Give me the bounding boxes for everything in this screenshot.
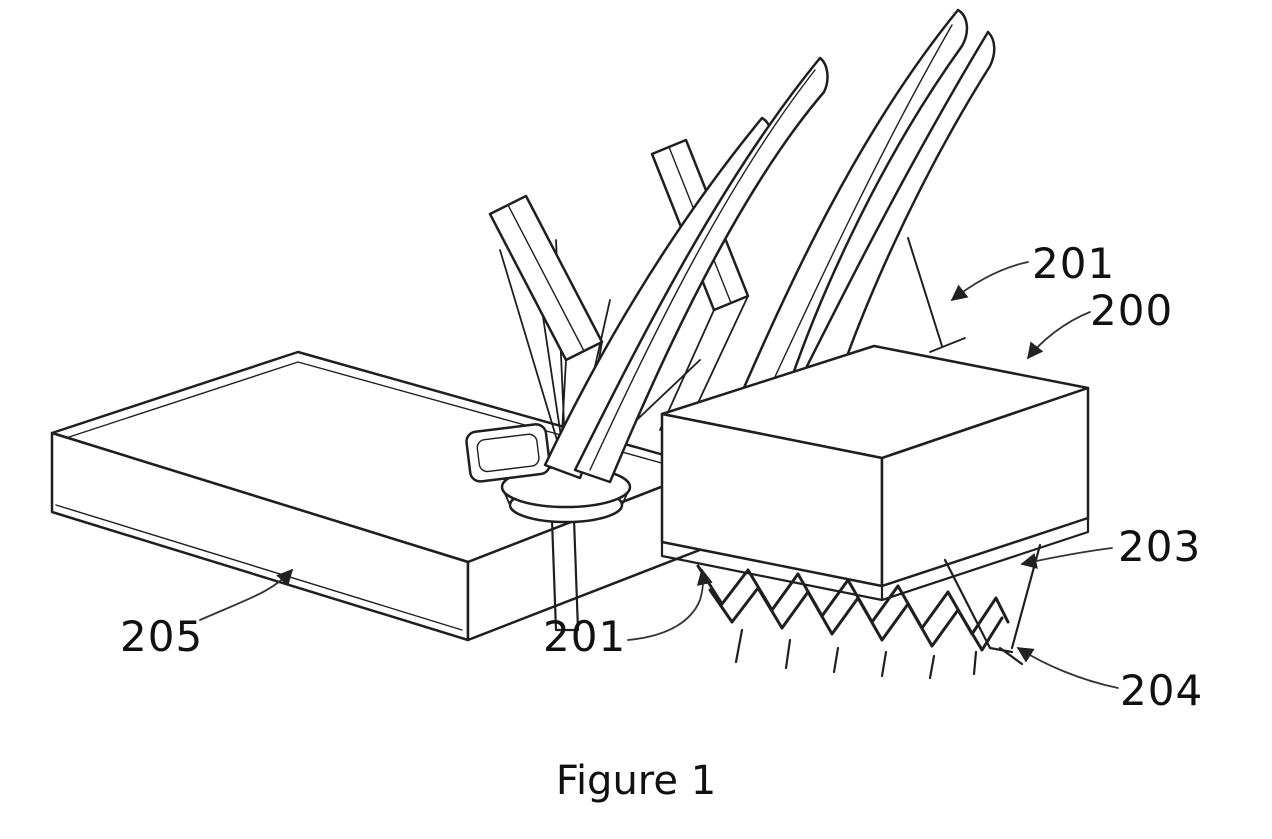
machine-drawing	[50, 8, 1090, 680]
leader-200	[1027, 311, 1091, 360]
ground-scribble	[696, 564, 1010, 680]
ref-label-203: 203	[1118, 522, 1202, 571]
leader-201-bottom	[627, 568, 713, 641]
box-body	[660, 337, 1090, 602]
leader-205	[199, 568, 294, 621]
ref-label-201-bottom: 201	[543, 612, 627, 661]
curved-blades-right	[728, 8, 996, 442]
leader-201-top	[950, 261, 1029, 301]
curved-blades-left	[543, 56, 829, 484]
leader-204	[1016, 647, 1119, 689]
leader-lines	[199, 261, 1119, 689]
support-rod	[907, 237, 943, 347]
ref-label-205: 205	[120, 612, 204, 661]
ref-label-204: 204	[1120, 666, 1204, 715]
ref-label-201-top: 201	[1032, 239, 1116, 288]
center-post-hub	[465, 423, 632, 632]
figure-caption: Figure 1	[555, 758, 717, 804]
hub-carriage	[465, 423, 551, 483]
leader-203	[1020, 547, 1113, 569]
ref-label-200: 200	[1090, 286, 1174, 335]
